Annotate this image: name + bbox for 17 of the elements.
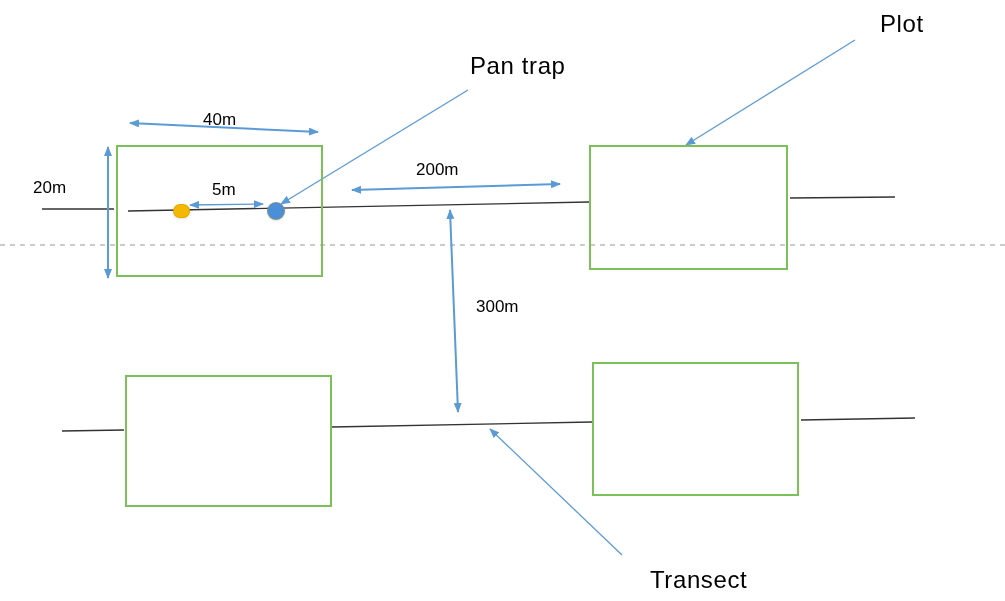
callout-text: Pan trap [470,48,650,84]
dimension-label: 200m [416,159,459,181]
plot-square [589,145,788,270]
dimension-label: 20m [33,177,67,199]
leader-arrow [189,200,264,209]
callout-text: Plot [880,6,980,42]
plot-square [125,375,332,507]
dimension-label: 40m [203,109,237,131]
plot-square [592,362,799,496]
dimension-label: 5m [212,179,236,201]
leader-arrow [280,89,469,205]
leader-arrow [685,39,856,146]
callout-text: Transect [650,562,820,598]
leader-arrow [489,428,623,556]
plot-square [116,145,323,277]
dimension-label: 300m [476,296,519,318]
transect-line [332,421,592,429]
